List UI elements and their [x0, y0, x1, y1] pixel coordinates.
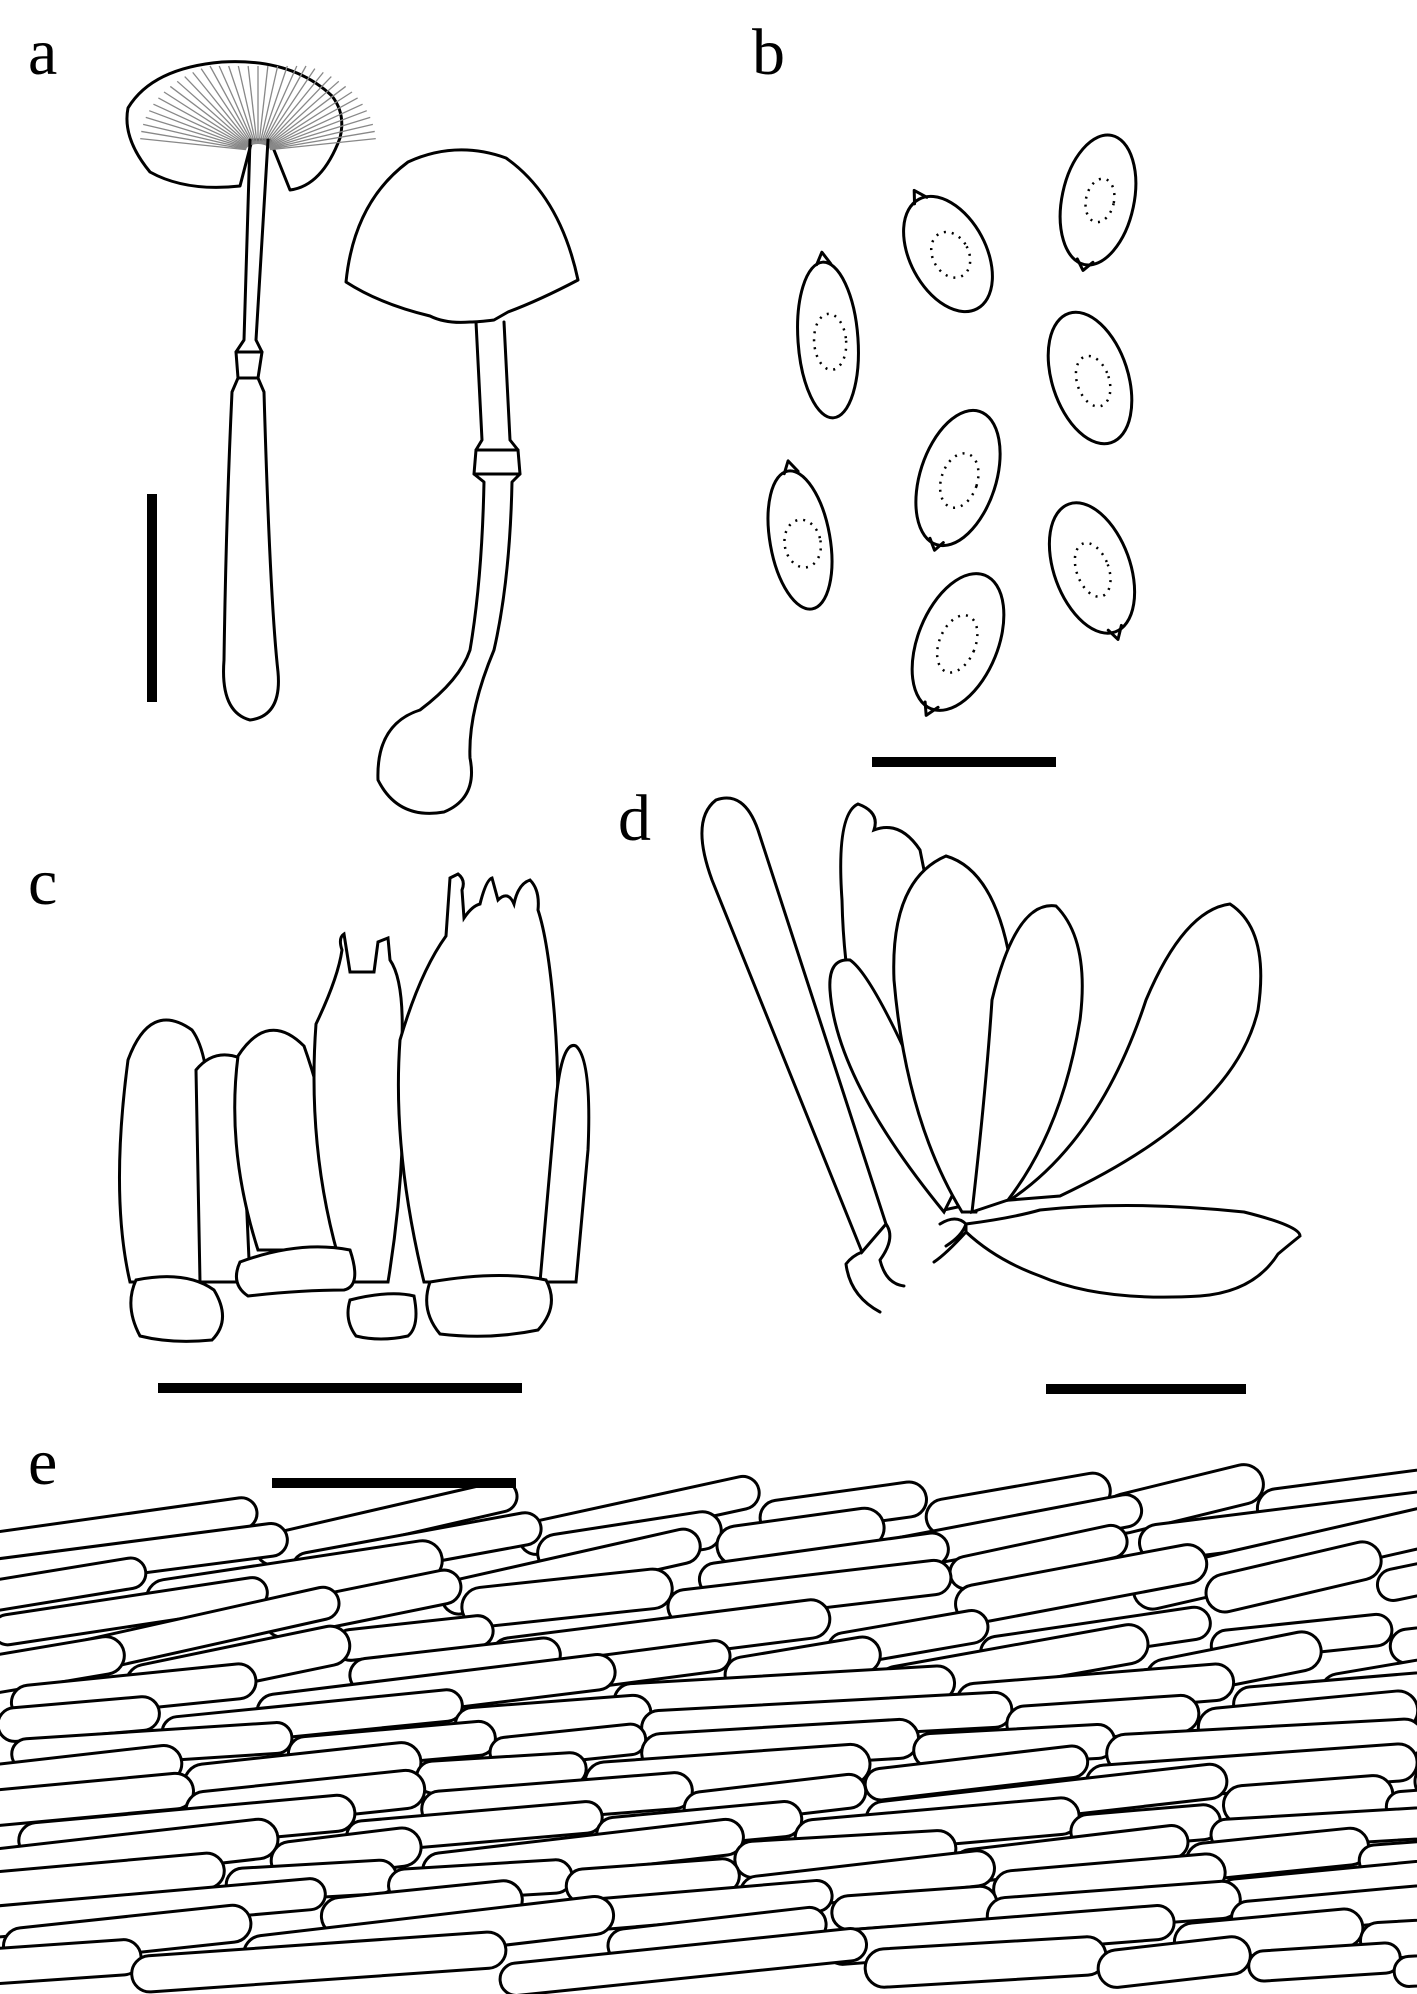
panel-a-basidiomata — [125, 60, 580, 815]
hyphal-cell — [954, 1543, 1209, 1625]
subhymenial-cell — [129, 1275, 224, 1343]
panel-b-basidiospores — [766, 133, 1138, 767]
subhymenial-cell — [346, 1292, 418, 1341]
hyphal-cell — [1247, 1941, 1402, 1983]
spore — [766, 459, 834, 611]
panel-d-cystidia — [700, 796, 1302, 1394]
hyphal-cell — [1388, 1611, 1417, 1665]
spore — [1058, 133, 1138, 272]
panel-label-d: d — [618, 782, 651, 855]
hyphal-cell — [498, 1927, 869, 1994]
hyphal-cell — [1204, 1540, 1383, 1614]
panel-e-pileipellis — [0, 1459, 1417, 1994]
hyphal-cell — [1375, 1542, 1417, 1602]
hyphal-cell — [1384, 1776, 1417, 1824]
panel-label-e: e — [28, 1426, 58, 1499]
basidiole — [117, 1018, 211, 1284]
spore — [1047, 501, 1137, 641]
spore — [796, 250, 860, 420]
cystidium — [970, 904, 1084, 1215]
hyphal-cell — [0, 1938, 143, 1986]
hyphal-cell — [460, 1567, 674, 1629]
panel-label-b: b — [752, 16, 785, 89]
hyphal-cell — [130, 1930, 508, 1994]
hyphal-cell — [1392, 1935, 1417, 1988]
hyphal-cell — [0, 1556, 148, 1613]
panel-c-hymenium — [117, 872, 591, 1393]
cystidium-cylindrical — [700, 796, 888, 1255]
spore — [910, 572, 1006, 717]
hyphal-cell — [1358, 1909, 1417, 1961]
subhymenial-cell — [425, 1273, 553, 1338]
panel-label-c: c — [28, 846, 58, 919]
spore — [914, 408, 1002, 552]
hyphal-cell — [1096, 1935, 1252, 1989]
cystidium — [1004, 902, 1263, 1202]
mushroom-right-drawing — [344, 148, 580, 815]
basidiole — [538, 1044, 591, 1284]
cystidium — [964, 1203, 1302, 1299]
spore — [902, 188, 994, 314]
subhymenial-cell — [234, 1245, 357, 1298]
hyphal-cell — [0, 1576, 269, 1647]
basidium-tetrasterigmate — [396, 872, 560, 1284]
spore — [1046, 310, 1134, 446]
mushroom-left-drawing — [125, 60, 376, 722]
panel-label-a: a — [28, 16, 58, 89]
hyphal-cell — [1413, 1744, 1417, 1802]
